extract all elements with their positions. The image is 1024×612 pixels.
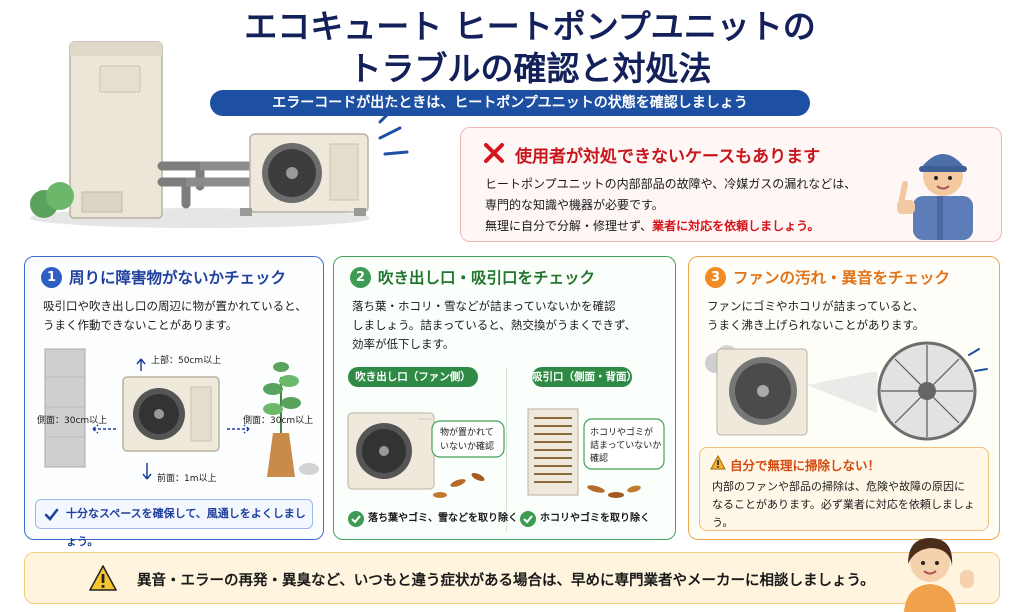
card2-line-2: しましょう。詰まっていると、熱交換がうまくできず、 bbox=[352, 318, 637, 332]
step-number-3: 3 bbox=[705, 267, 726, 288]
check-item-intake: ホコリやゴミを取り除く bbox=[520, 511, 650, 527]
no-self-cleaning-notice: 自分で無理に掃除しない！ 内部のファンや部品の掃除は、危険や故障の原因に なるこ… bbox=[699, 447, 989, 531]
check-item-outlet: 落ち葉やゴミ、雪などを取り除く bbox=[348, 511, 518, 527]
title-line-1: エコキュート ヒートポンプユニットの bbox=[244, 7, 816, 46]
intake-label: 吸引口（側面・背面） bbox=[532, 367, 637, 387]
check-outlet-text: 落ち葉やゴミ、雪などを取り除く bbox=[368, 513, 518, 524]
bubble-a-line-1: 物が置かれて bbox=[440, 426, 494, 438]
hero-illustration bbox=[30, 41, 409, 228]
subtitle-banner: エラーコードが出たときは、ヒートポンプユニットの状態を確認しましょう bbox=[210, 90, 810, 116]
card2-line-1: 落ち葉・ホコリ・雪などが詰まっていないかを確認 bbox=[352, 299, 616, 313]
card1-line-1: 吸引口や吹き出し口の周辺に物が置かれていると、 bbox=[43, 299, 307, 313]
card3-title: ファンの汚れ・異音をチェック bbox=[733, 269, 951, 287]
front-clearance-label: 前面：1m以上 bbox=[157, 472, 217, 484]
outlet-label: 吹き出し口（ファン側） bbox=[348, 367, 478, 387]
right-clearance-label: 側面：30cm以上 bbox=[243, 414, 313, 426]
warning-line-2: 専門的な知識や機器が必要です。 bbox=[485, 198, 664, 212]
notice-line-1: 内部のファンや部品の掃除は、危険や故障の原因に bbox=[712, 480, 965, 493]
top-clearance-label: 上部：50cm以上 bbox=[151, 354, 221, 366]
warning-line-3-red: 業者に対応を依頼しましょう。 bbox=[652, 219, 820, 233]
title-line-2: トラブルの確認と対処法 bbox=[348, 49, 712, 88]
check-circle-icon bbox=[348, 511, 364, 527]
card3-body: ファンにゴミやホコリが詰まっていると、 うまく沸き上げられないことがあります。 bbox=[707, 297, 924, 335]
card2-title: 吹き出し口・吸引口をチェック bbox=[378, 269, 596, 287]
check-circle-icon bbox=[520, 511, 536, 527]
worker-illustration bbox=[897, 154, 973, 240]
bubble-b-line-3: 確認 bbox=[590, 452, 608, 464]
warning-triangle-icon bbox=[89, 565, 117, 591]
warning-line-1: ヒートポンプユニットの内部部品の故障や、冷媒ガスの漏れなどは、 bbox=[485, 177, 857, 191]
step-number-1: 1 bbox=[41, 267, 62, 288]
consult-banner-text: 異音・エラーの再発・異臭など、いつもと違う症状がある場合は、早めに専門業者やメー… bbox=[137, 573, 875, 589]
card1-line-2: うまく作動できないことがあります。 bbox=[43, 318, 238, 332]
notice-line-2: なることがあります。必ず業者に対応を依頼しましょう。 bbox=[712, 498, 975, 529]
card1-tip: 十分なスペースを確保して、風通しをよくしましょう。 bbox=[35, 499, 313, 548]
clearance-diagram: 上部：50cm以上 側面：30cm以上 側面：30cm以上 前面：1m以上 bbox=[37, 348, 319, 484]
warning-card: 使用者が対処できないケースもあります ヒートポンプユニットの内部部品の故障や、冷… bbox=[460, 127, 1002, 242]
step-number-2: 2 bbox=[350, 267, 371, 288]
left-clearance-label: 側面：30cm以上 bbox=[37, 414, 107, 426]
bubble-b-line-1: ホコリやゴミが bbox=[590, 426, 653, 438]
vent-illustration: 物が置かれて いないか確認 ホコリやゴミが 詰まっていないか 確認 bbox=[347, 408, 665, 498]
consult-banner: 異音・エラーの再発・異臭など、いつもと違う症状がある場合は、早めに専門業者やメー… bbox=[24, 552, 1000, 604]
bubble-b-line-2: 詰まっていないか bbox=[590, 439, 661, 451]
card2-line-3: 効率が低下します。 bbox=[352, 337, 455, 351]
woman-illustration bbox=[904, 538, 974, 612]
notice-heading: 自分で無理に掃除しない！ bbox=[730, 458, 881, 473]
warning-body: ヒートポンプユニットの内部部品の故障や、冷媒ガスの漏れなどは、 専門的な知識や機… bbox=[485, 174, 905, 237]
card3-line-1: ファンにゴミやホコリが詰まっていると、 bbox=[707, 299, 925, 313]
card1-tip-text: 十分なスペースを確保して、風通しをよくしましょう。 bbox=[66, 507, 306, 548]
card1-title: 周りに障害物がないかチェック bbox=[69, 269, 287, 287]
page-title: エコキュート ヒートポンプユニットの トラブルの確認と対処法 bbox=[150, 6, 910, 90]
warning-triangle-icon bbox=[710, 455, 726, 470]
warning-line-3-text: 無理に自分で分解・修理せず、 bbox=[485, 219, 653, 233]
check-card-fan: 3 ファンの汚れ・異音をチェック ファンにゴミやホコリが詰まっていると、 うまく… bbox=[688, 256, 1000, 540]
card2-divider bbox=[506, 367, 507, 532]
check-card-vents: 2 吹き出し口・吸引口をチェック 落ち葉・ホコリ・雪などが詰まっていないかを確認… bbox=[333, 256, 676, 540]
card3-line-2: うまく沸き上げられないことがあります。 bbox=[707, 318, 925, 332]
bubble-a-line-2: いないか確認 bbox=[440, 440, 494, 452]
card2-body: 落ち葉・ホコリ・雪などが詰まっていないかを確認 しましょう。詰まっていると、熱交… bbox=[352, 297, 636, 354]
notice-body: 内部のファンや部品の掃除は、危険や故障の原因に なることがあります。必ず業者に対… bbox=[712, 478, 984, 532]
check-intake-text: ホコリやゴミを取り除く bbox=[540, 513, 650, 524]
card1-body: 吸引口や吹き出し口の周辺に物が置かれていると、 うまく作動できないことがあります… bbox=[43, 297, 307, 335]
dirty-fan-illustration bbox=[705, 341, 988, 441]
check-card-obstacles: 1 周りに障害物がないかチェック 吸引口や吹き出し口の周辺に物が置かれていると、… bbox=[24, 256, 324, 548]
check-icon bbox=[44, 508, 59, 521]
warning-heading: 使用者が対処できないケースもあります bbox=[515, 147, 821, 167]
cross-icon bbox=[484, 143, 504, 163]
warning-line-3: 無理に自分で分解・修理せず、業者に対応を依頼しましょう。 bbox=[485, 216, 905, 237]
